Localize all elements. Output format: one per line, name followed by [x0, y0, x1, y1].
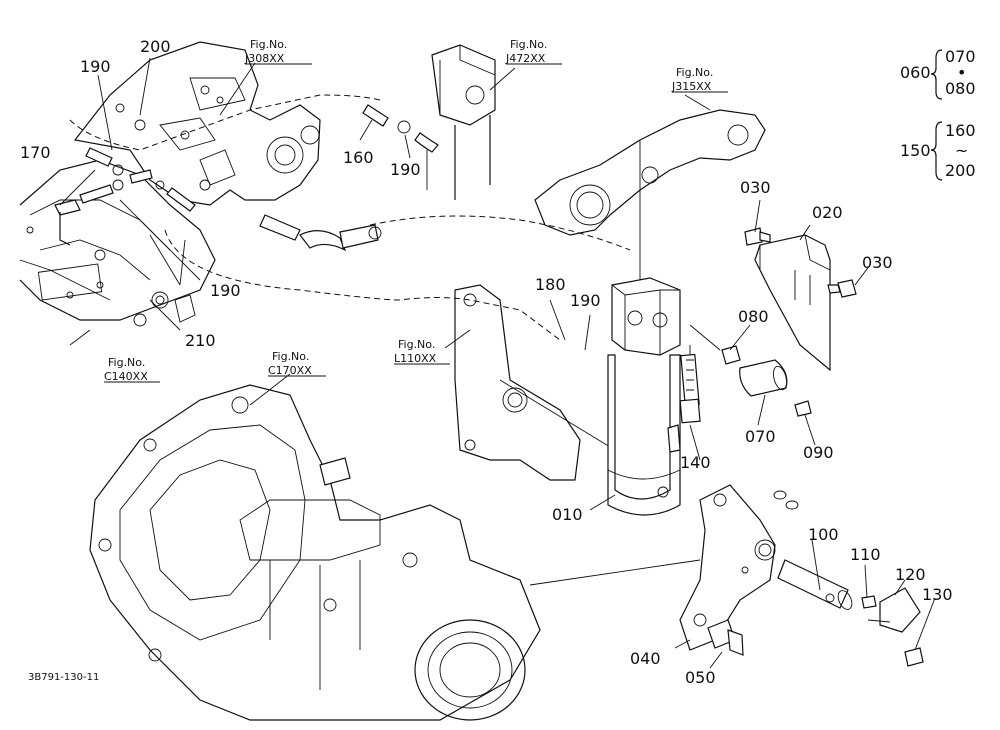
bolt-030-right [827, 279, 857, 298]
legend-150-label: 150 [900, 141, 931, 160]
fig-ref-j308-title: Fig.No. [250, 38, 287, 51]
label-070: 070 [745, 427, 776, 446]
set-legend-150: 150 160 ~ 200 [900, 121, 976, 181]
label-200: 200 [140, 37, 171, 56]
label-160: 160 [343, 148, 374, 167]
top-rod-fork [431, 44, 496, 200]
label-040: 040 [630, 649, 661, 668]
label-190-d: 190 [570, 291, 601, 310]
label-030-b: 030 [862, 253, 893, 272]
label-050: 050 [685, 668, 716, 687]
sensor-140 [679, 345, 701, 424]
fig-ref-l110-title: Fig.No. [398, 338, 435, 351]
label-120: 120 [895, 565, 926, 584]
bolt-130 [904, 647, 924, 667]
label-190-b: 190 [210, 281, 241, 300]
label-190-a: 190 [80, 57, 111, 76]
fig-ref-c140-code: C140XX [104, 370, 148, 383]
block-120 [867, 587, 921, 633]
label-190-c: 190 [390, 160, 421, 179]
cylinder-bracket [454, 284, 581, 481]
label-210: 210 [185, 331, 216, 350]
legend-060-sep: • [957, 63, 966, 82]
fig-ref-c170-code: C170XX [268, 364, 312, 377]
label-110: 110 [850, 545, 881, 564]
washers-040 [773, 490, 799, 510]
fittings-upper [362, 104, 439, 190]
transmission-housing [89, 384, 541, 721]
guide-line-040 [529, 559, 701, 586]
legend-060-top: 070 [945, 47, 976, 66]
pipe-route-upper [69, 94, 381, 151]
guide-line-010 [499, 379, 616, 451]
clip-110 [861, 595, 877, 609]
label-170: 170 [20, 143, 51, 162]
hydraulic-cylinder [607, 277, 681, 516]
pipe-route-lift [369, 215, 631, 251]
bolt-030-upper [744, 227, 771, 246]
pipe-elbow [259, 214, 382, 252]
valve-assembly [19, 41, 321, 327]
label-080: 080 [738, 307, 769, 326]
fittings-left [54, 147, 196, 261]
label-010: 010 [552, 505, 583, 524]
label-030-a: 030 [740, 178, 771, 197]
fig-ref-c170-title: Fig.No. [272, 350, 309, 363]
cover-020 [754, 234, 831, 372]
legend-060-bottom: 080 [945, 79, 976, 98]
legend-150-top: 160 [945, 121, 976, 140]
pipe-route-cylinder [164, 229, 561, 341]
pin-set-070 [689, 324, 812, 417]
fig-ref-j315-code: J315XX [671, 80, 712, 93]
label-100: 100 [808, 525, 839, 544]
lift-arm [534, 109, 766, 280]
part-number-labels: 200 190 170 190 210 160 190 180 190 030 … [20, 37, 953, 687]
label-140: 140 [680, 453, 711, 472]
bolt-050 [707, 619, 744, 656]
fig-ref-j472-title: Fig.No. [510, 38, 547, 51]
fig-ref-j472-code: J472XX [505, 52, 546, 65]
legend-150-bottom: 200 [945, 161, 976, 180]
leader-lines [59, 57, 936, 669]
legend-060-label: 060 [900, 63, 931, 82]
legend-150-sep: ~ [955, 141, 968, 160]
label-130: 130 [922, 585, 953, 604]
label-020: 020 [812, 203, 843, 222]
fig-ref-labels: Fig.No. J308XX Fig.No. J472XX Fig.No. J3… [104, 38, 728, 383]
set-legend-060: 060 070 • 080 [900, 47, 976, 100]
document-code: 3B791-130-11 [28, 672, 99, 683]
fig-ref-l110-code: L110XX [394, 352, 437, 365]
fig-ref-c140-title: Fig.No. [108, 356, 145, 369]
fig-ref-j315-title: Fig.No. [676, 66, 713, 79]
label-090: 090 [803, 443, 834, 462]
label-180: 180 [535, 275, 566, 294]
pin-100 [777, 559, 853, 610]
fig-ref-j308-code: J308XX [244, 52, 285, 65]
